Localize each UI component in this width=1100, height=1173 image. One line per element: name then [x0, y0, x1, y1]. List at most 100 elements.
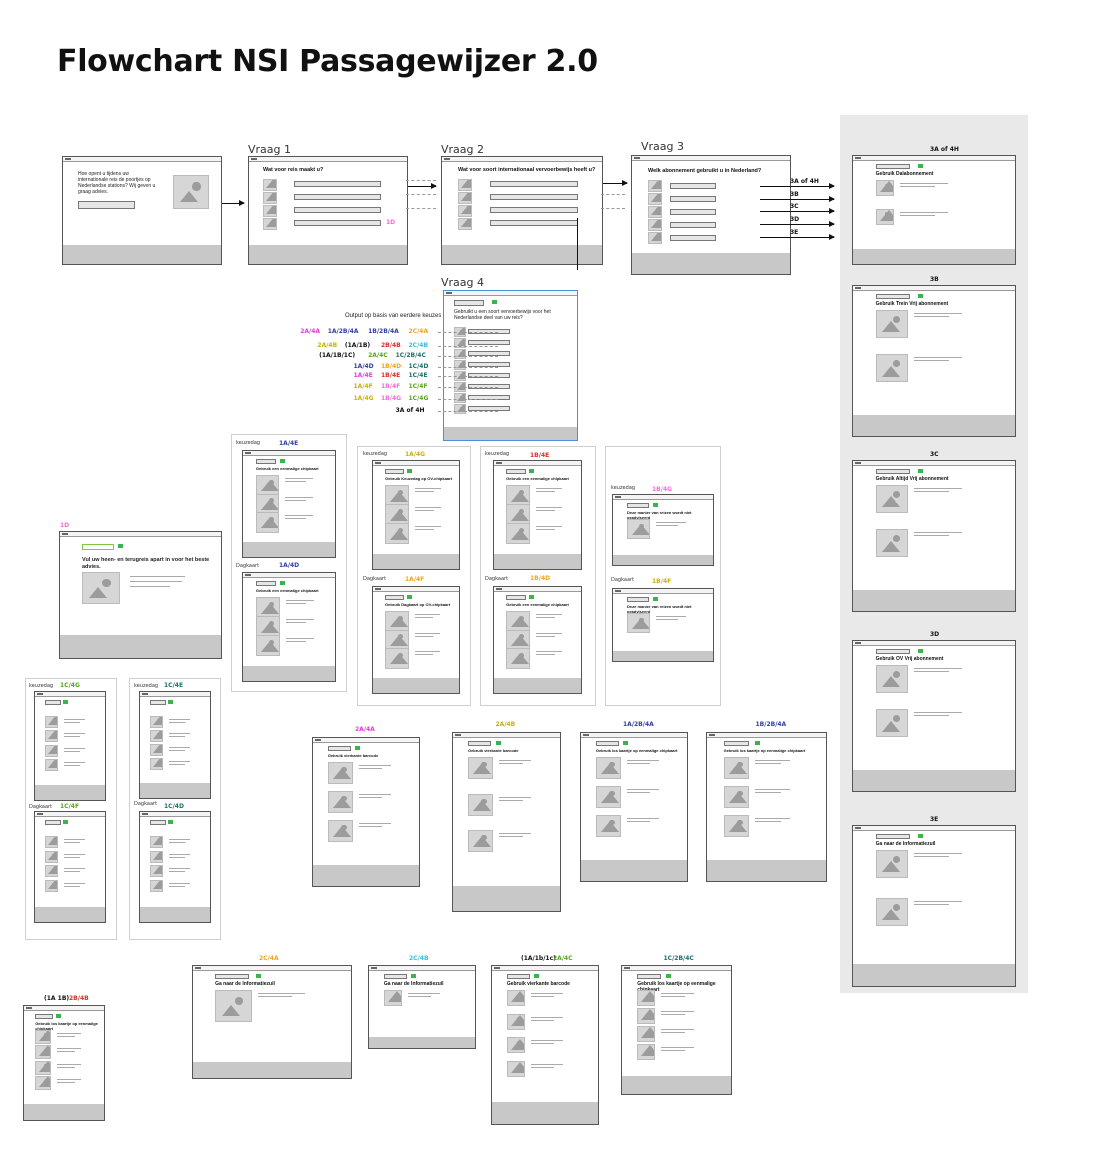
side-screen: Gebruik Trein Vrij abonnement	[852, 285, 1016, 437]
output-code: 1A/4F	[353, 383, 373, 390]
result-screen	[139, 811, 211, 923]
output-code: (1A/1B/1C)	[319, 352, 356, 359]
result-screen: Gebruik een eenmalige chipkaart	[493, 586, 582, 694]
output-code: 1B/2B/4A	[368, 328, 399, 335]
flow-connector	[577, 218, 578, 270]
option-button[interactable]	[294, 181, 381, 187]
screen-heading: Gebruik Dalabonnement	[875, 171, 934, 177]
result-screen: Gebruik vierkante barcode	[452, 732, 561, 912]
result-screen: Gebruik een eenmalige chipkaart	[242, 450, 336, 558]
option-button[interactable]	[468, 362, 510, 367]
output-code: 2C/4A	[408, 328, 429, 335]
code-label: 2C/4B	[409, 955, 429, 962]
screen-heading: Gebruik Trein Vrij abonnement	[875, 301, 949, 307]
result-screen: Deze manier van reizen wordt niet geadvi…	[612, 588, 714, 662]
option-button[interactable]	[670, 209, 716, 215]
output-label: 3B	[790, 191, 799, 198]
code-label: 1C/2B/4C	[663, 955, 694, 962]
screen-heading: Deze manier van reizen wordt niet geadvi…	[627, 510, 692, 520]
output-code: 2C/4B	[408, 342, 429, 349]
result-screen: Gebruik een eenmalige chipkaart	[242, 572, 336, 682]
option-button[interactable]	[670, 196, 716, 202]
code-label: 1A/4E	[279, 440, 299, 447]
screen-heading: Deze manier van reizen wordt niet geadvi…	[627, 604, 692, 614]
output-code: 1C/4F	[408, 383, 428, 390]
result-screen: Gebruik Keuzedag op OV-chipkaart	[372, 460, 460, 570]
flow-arrow	[760, 208, 835, 214]
code-label: (1A/1b/1c)	[521, 955, 556, 962]
start-button[interactable]	[78, 201, 135, 209]
keuzedag-label: keuzedag	[134, 683, 159, 689]
option-button[interactable]	[468, 373, 510, 378]
screen-heading: Gebruik een eenmalige chipkaart	[255, 588, 319, 593]
output-code: 1C/2B/4C	[395, 352, 426, 359]
result-screen: Gebruik los kaartje op eenmalige chipkaa…	[621, 965, 732, 1095]
option-button[interactable]	[468, 384, 510, 389]
result-screen	[139, 691, 211, 799]
option-button[interactable]	[294, 220, 381, 226]
result-screen: Gebruik Dagkaart op OV-chipkaart	[372, 586, 460, 694]
screen-heading: Ga naar de Informatiezuil	[215, 981, 275, 987]
option-button[interactable]	[670, 235, 716, 241]
start-screen: Hoe opent u tijdens uw internationale re…	[62, 156, 222, 265]
code-label: 1A/4G	[405, 451, 426, 458]
flow-arrow	[408, 183, 437, 189]
code-label: 2A/4A	[355, 726, 375, 733]
screen-heading: Gebruik een eenmalige chipkaart	[506, 476, 569, 481]
code-label: 1B/4G	[652, 486, 673, 493]
result-screen: Gebruik los kaartje op eenmalige chipkaa…	[23, 1005, 105, 1121]
output-code: 1A/4E	[353, 372, 373, 379]
flow-arrow	[760, 196, 835, 202]
screen-heading: Gebruik vierkante barcode	[506, 981, 570, 987]
output-label: 3A of 4H	[790, 178, 819, 185]
option-button[interactable]	[490, 207, 578, 213]
output-code: 1A/4G	[353, 395, 374, 402]
vraag4-screen: Gebruikt u een soort vervoerbewijs voor …	[443, 290, 578, 441]
option-button[interactable]	[468, 329, 510, 334]
code-label: 2A/4C	[553, 955, 573, 962]
vraag3-heading: Welk abonnement gebruikt u in Nederland?	[648, 168, 762, 174]
flow-arrow	[222, 200, 245, 206]
code-label: 1A/4F	[405, 576, 425, 583]
dagkaart-label: Dagkaart	[134, 801, 158, 807]
output-code: 2A/4B	[317, 342, 338, 349]
output-code: 1B/4G	[381, 395, 402, 402]
option-button[interactable]	[490, 220, 578, 226]
dagkaart-label: Dagkaart	[29, 804, 53, 810]
option-button[interactable]	[670, 222, 716, 228]
code-label: 1A/4D	[279, 562, 300, 569]
connector-line	[438, 332, 498, 333]
vraag1-screen: Wat voor reis maakt u? 1D	[248, 156, 408, 265]
output-code: 1A/4D	[353, 363, 374, 370]
option-button[interactable]	[468, 406, 510, 411]
side-screen-code: 3A of 4H	[930, 146, 959, 153]
option-button[interactable]	[468, 340, 510, 345]
code-label: 1A/2B/4A	[623, 721, 654, 728]
vraag4-label: Vraag 4	[441, 276, 485, 289]
vraag2-heading: Wat voor soort internationaal vervoerbew…	[458, 167, 596, 173]
option-button[interactable]	[490, 181, 578, 187]
option-button[interactable]	[294, 207, 381, 213]
result-screen: Ga naar de Informatiezuil	[192, 965, 352, 1079]
connector-line	[438, 356, 498, 357]
output-code: 1B/4E	[381, 372, 401, 379]
result-screen: Gebruik vierkante barcode	[312, 737, 420, 887]
option-button[interactable]	[670, 183, 716, 189]
side-screen-code: 3B	[930, 276, 939, 283]
keuzedag-label: keuzedag	[363, 451, 388, 457]
option-button[interactable]	[490, 194, 578, 200]
output-label: 3C	[790, 203, 799, 210]
flow-arrow	[760, 221, 835, 227]
side-screen: Ga naar de Informatiezuil	[852, 825, 1016, 987]
output-code: 1A/2B/4A	[327, 328, 359, 335]
output-code: 2A/4A	[300, 328, 321, 335]
code-label: 1D	[60, 522, 70, 529]
dagkaart-label: Dagkaart	[485, 576, 509, 582]
connector-line	[438, 399, 498, 400]
dagkaart-label: Dagkaart	[363, 576, 387, 582]
output-label: 3D	[790, 216, 800, 223]
page-title: Flowchart NSI Passagewijzer 2.0	[57, 44, 598, 79]
screen-heading: Gebruik vierkante barcode	[467, 748, 519, 753]
option-button[interactable]	[468, 351, 510, 356]
option-button[interactable]	[294, 194, 381, 200]
